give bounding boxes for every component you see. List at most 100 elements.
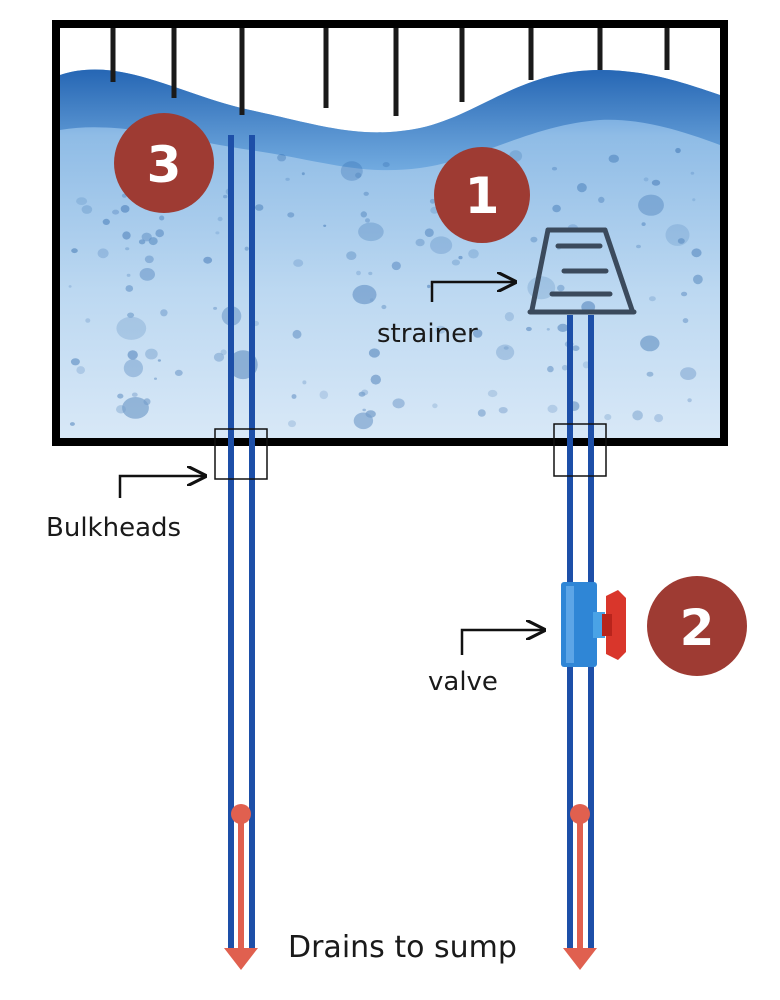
bubble	[122, 231, 131, 240]
bubble	[370, 374, 381, 385]
bubble	[123, 359, 143, 378]
bubble	[138, 239, 146, 245]
bubble	[157, 359, 161, 362]
bubble	[340, 161, 363, 181]
bubble	[116, 316, 147, 340]
bubble	[145, 348, 158, 360]
bubble	[85, 318, 91, 323]
bubble	[125, 285, 134, 292]
bubble	[571, 345, 580, 352]
bubble	[468, 249, 479, 259]
overflow-teeth	[110, 26, 670, 116]
bulkheads-label: Bulkheads	[46, 513, 181, 543]
valve-label: valve	[428, 667, 498, 697]
bubble	[120, 205, 130, 213]
bubble	[391, 261, 401, 271]
bubble	[504, 312, 514, 322]
bubble	[432, 403, 438, 409]
bubble	[636, 244, 641, 249]
bubble	[638, 194, 664, 216]
bubble	[551, 166, 558, 171]
tank	[52, 20, 728, 446]
bubble	[223, 194, 228, 199]
bubble	[654, 414, 664, 423]
bubble	[640, 335, 660, 352]
arrow-right-icon	[460, 630, 544, 655]
bubble	[293, 259, 304, 267]
bubble	[369, 298, 374, 302]
bubble	[641, 222, 646, 227]
water-surface	[60, 69, 720, 171]
bubble	[363, 191, 369, 196]
bubble	[498, 407, 508, 414]
bubble	[577, 183, 587, 193]
bubble	[126, 273, 131, 277]
bubble	[127, 350, 138, 360]
bubble	[435, 325, 446, 334]
bubble	[604, 414, 612, 421]
left-standpipe	[214, 135, 268, 970]
bubble	[643, 177, 649, 182]
bubble	[358, 391, 366, 397]
bubble	[69, 422, 75, 426]
bubble	[503, 346, 509, 350]
bubble	[143, 398, 151, 406]
bubble	[382, 162, 390, 168]
bubble	[81, 205, 93, 214]
right-bulkhead	[553, 423, 607, 477]
badge-3: 3	[114, 113, 214, 213]
pointer-arrows	[118, 282, 544, 655]
bubble	[632, 410, 643, 421]
bubble	[141, 232, 152, 242]
bubble	[368, 348, 380, 358]
badge-2: 2	[647, 576, 747, 676]
badge-1: 1	[434, 147, 530, 243]
bubble	[365, 410, 376, 418]
bubble	[358, 222, 384, 242]
bubble	[429, 198, 436, 204]
bubble	[291, 394, 297, 399]
bubble	[557, 323, 569, 332]
arrow-right-icon	[430, 282, 515, 302]
bubble	[547, 365, 554, 373]
bubble	[292, 329, 302, 339]
bubble	[430, 236, 453, 254]
bubble	[102, 218, 110, 225]
bubble	[677, 238, 685, 244]
bubble	[97, 248, 109, 259]
bubble	[122, 397, 149, 419]
bubble	[547, 404, 558, 413]
left-flow-dot	[231, 804, 251, 824]
bubble	[127, 312, 135, 318]
bubble	[427, 284, 431, 289]
bubble	[687, 398, 692, 403]
drains-label: Drains to sump	[288, 930, 517, 965]
bubble	[139, 268, 155, 281]
bubble	[451, 259, 460, 266]
bubble	[424, 228, 434, 237]
right-flow-dot	[570, 804, 590, 824]
bubble	[487, 389, 498, 398]
bubble	[71, 248, 78, 254]
bubble	[323, 224, 327, 227]
bubble	[76, 366, 85, 375]
strainer-icon	[527, 227, 637, 315]
tank-border	[52, 20, 728, 446]
bubble	[131, 392, 138, 397]
bubble	[355, 172, 362, 179]
bubble	[651, 179, 661, 186]
bubble	[346, 251, 357, 260]
bubble	[552, 204, 561, 213]
bubble	[361, 389, 369, 396]
bubble	[665, 224, 690, 246]
bubble	[477, 409, 486, 417]
bubble	[76, 197, 88, 206]
bubble	[682, 318, 689, 324]
bubble	[203, 256, 213, 264]
bubble	[546, 328, 550, 331]
bubble	[244, 246, 249, 251]
bubble	[70, 358, 80, 366]
bubble	[415, 238, 425, 247]
bubble	[154, 377, 157, 380]
